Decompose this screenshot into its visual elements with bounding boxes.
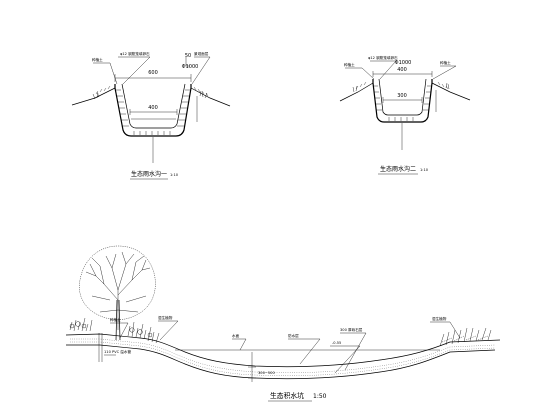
section-2-dim-top: 400 (397, 67, 407, 73)
section-3-note-depth: 300~500 (258, 371, 275, 375)
section-2-dim-bottom: 300 (397, 93, 407, 99)
section-3-drawing (65, 245, 501, 382)
section-1-dim-bottom: 400 (148, 105, 158, 111)
section-2-note-right: 种植土 (440, 60, 451, 65)
section-1-note-rebar: φ12 钢筋笼填卵石 (120, 51, 150, 56)
section-1-dim-edge: 50 (185, 53, 191, 59)
section-2-dim-diameter: Φ1000 (395, 60, 412, 66)
section-1-drawing (71, 56, 231, 163)
section-1-note-right: 景观面层 (194, 51, 209, 56)
section-3-note-pipe: 110 PVC 溢水管 (104, 349, 131, 354)
section-1-dim-top: 600 (148, 70, 158, 76)
section-3-scale: 1:50 (313, 393, 327, 400)
section-3-note-liner: 防水层 (288, 333, 299, 338)
section-2-caption: 生态雨水沟二 (380, 165, 416, 173)
section-3-note-water: 水面 (232, 333, 240, 338)
section-2-drawing (339, 60, 471, 150)
section-3-note-end: 湿生植物 (432, 316, 447, 321)
section-2-note-rebar: φ12 钢筋笼填卵石 (368, 55, 398, 60)
section-2-note-left: 种植土 (344, 62, 355, 67)
section-1-scale: 1:10 (170, 173, 179, 177)
section-3-note-gravel: 300 厚砾石层 (340, 327, 363, 332)
section-3-note-soil: 种植土 (110, 317, 121, 322)
section-1-note-left: 种植土 (92, 57, 103, 62)
section-3-caption: 生态积水坑 (270, 391, 304, 400)
section-2-scale: 1:10 (420, 168, 429, 172)
section-1-caption: 生态雨水沟一 (131, 170, 167, 178)
section-3-note-level: -0.55 (332, 341, 341, 345)
section-1-dim-diameter: Φ1000 (182, 64, 199, 70)
section-3-note-plant: 湿生植物 (158, 315, 173, 320)
